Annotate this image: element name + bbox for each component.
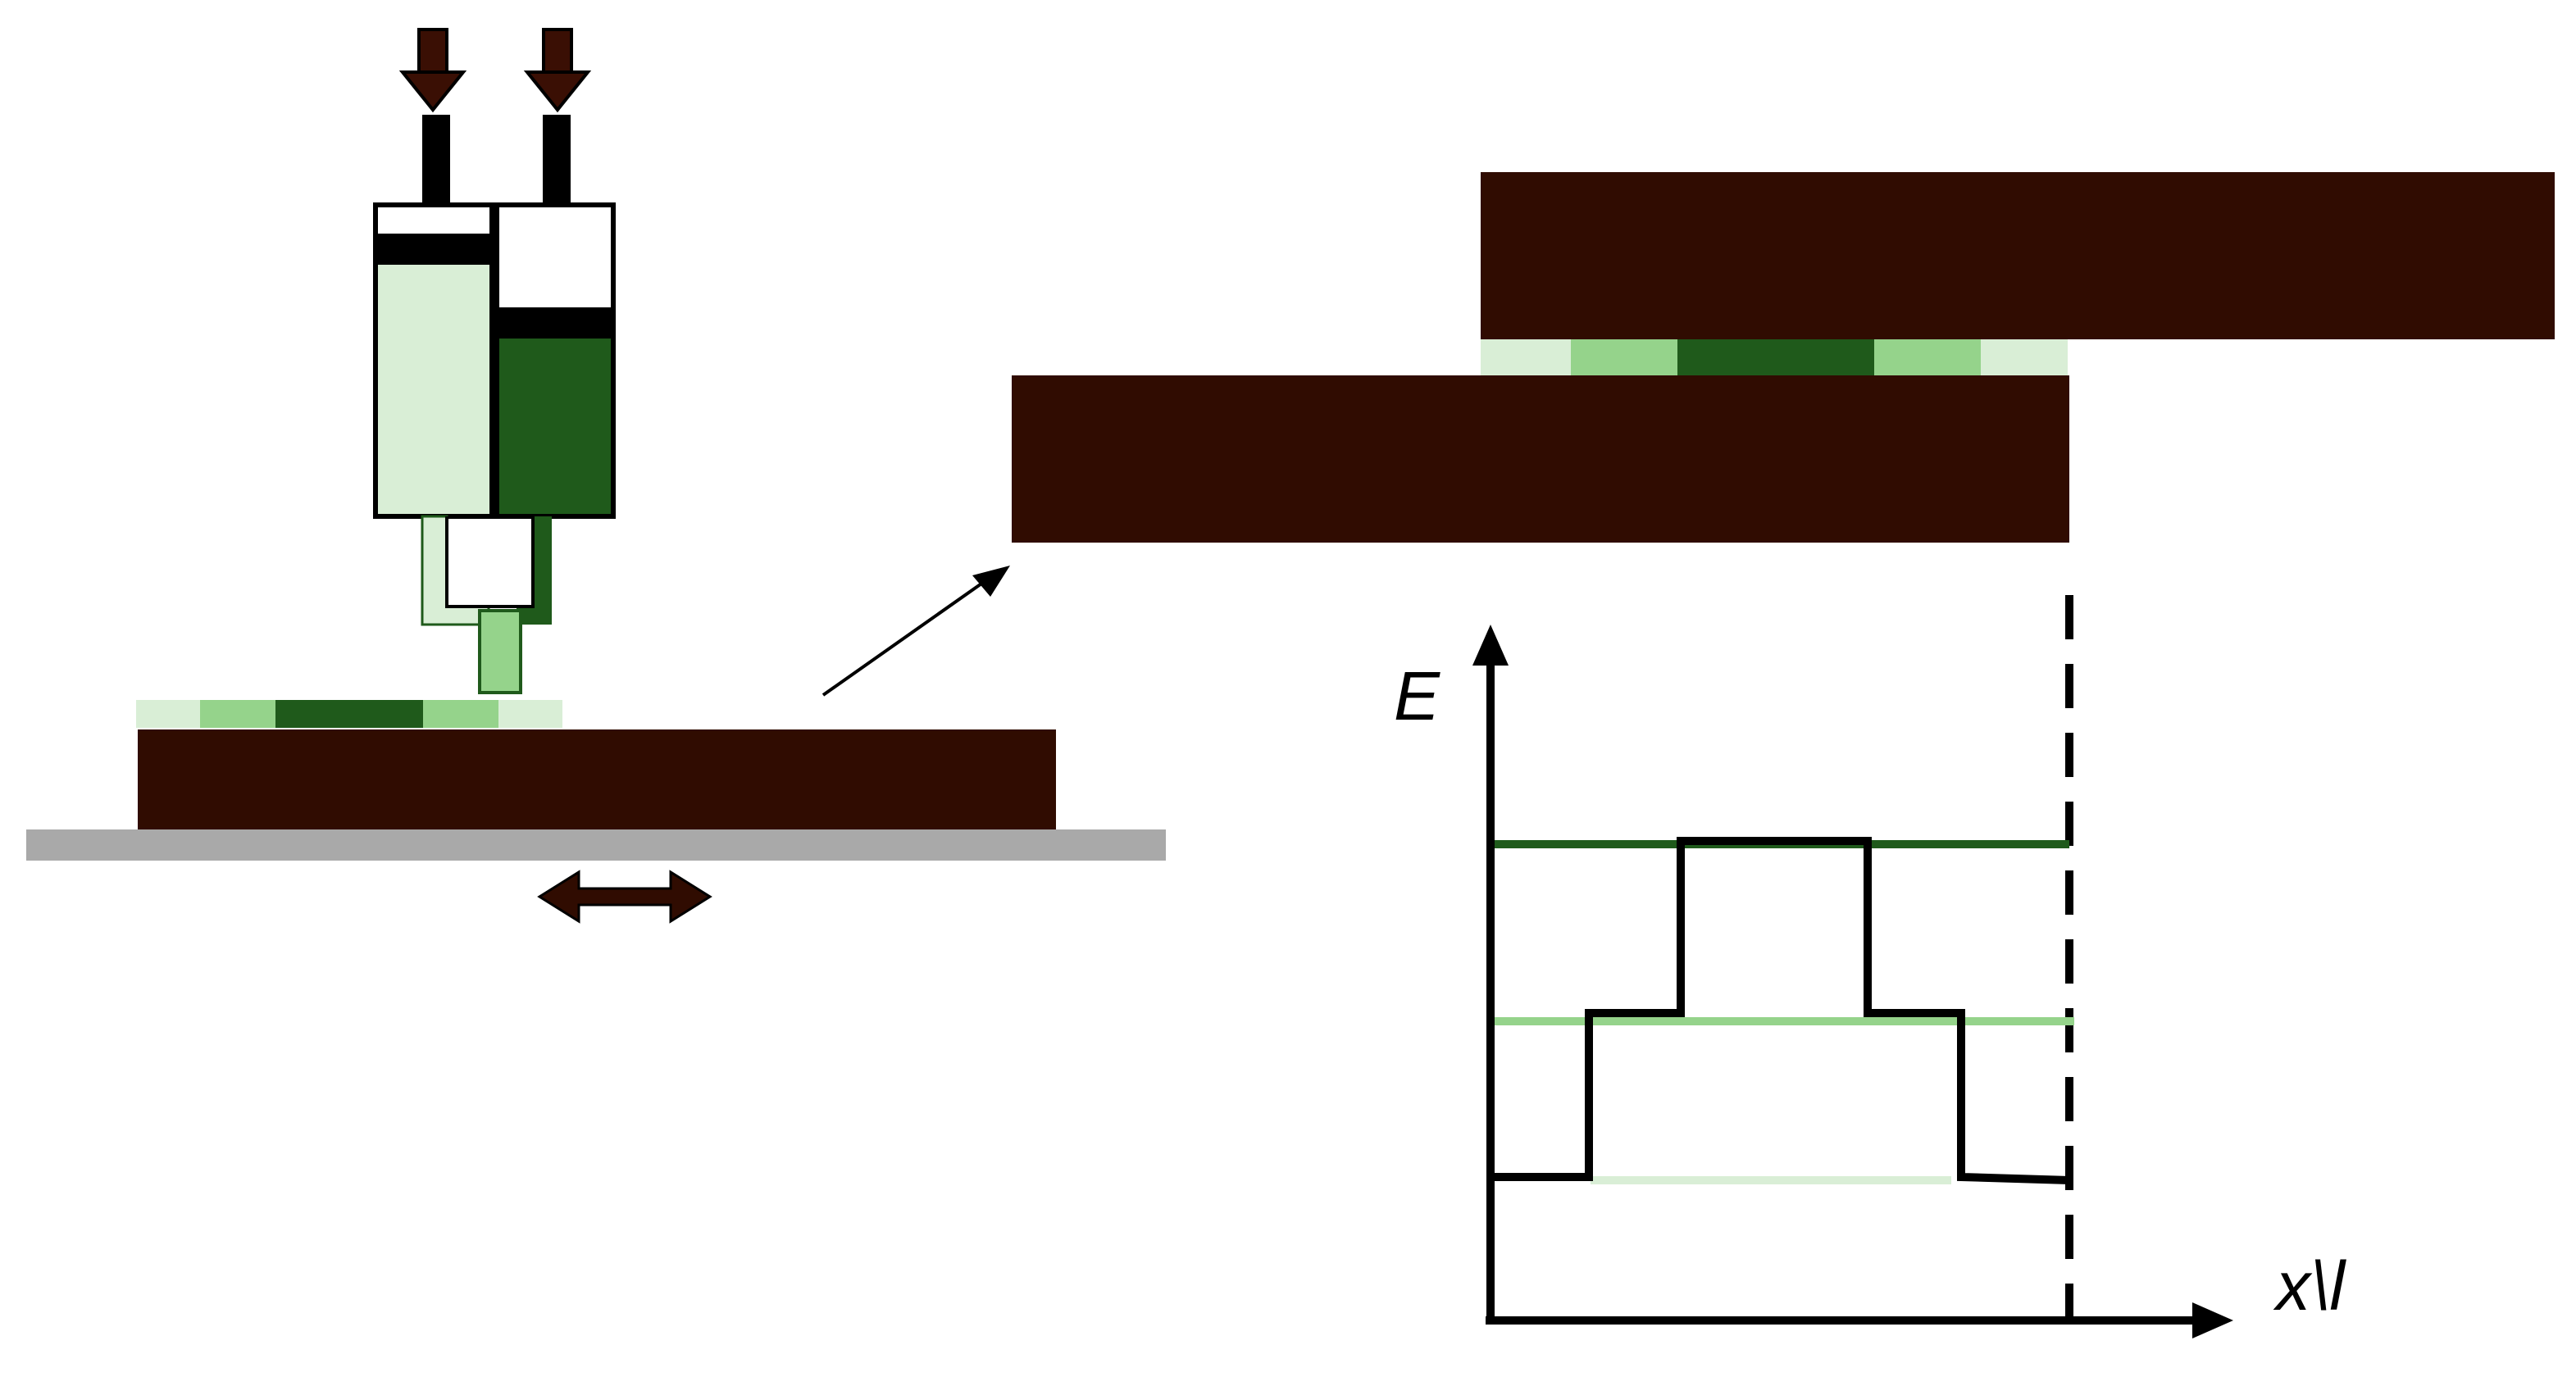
channel-light xyxy=(421,515,490,626)
print-head xyxy=(373,28,616,694)
y-axis-arrowhead xyxy=(1472,625,1509,666)
x-axis-arrowhead xyxy=(2192,1302,2233,1338)
printed-gradient-strip xyxy=(136,700,562,728)
upper-adherend xyxy=(1481,172,2555,339)
ink-light-green xyxy=(378,265,489,514)
adhesive-gradient-layer xyxy=(1481,339,2068,375)
plunger-head-right xyxy=(499,307,611,339)
double-arrow-icon xyxy=(537,870,712,924)
modulus-plot: E x\l xyxy=(1394,625,2346,1338)
nozzle xyxy=(478,609,522,694)
ink-dark-green xyxy=(499,339,611,514)
down-arrow-icon xyxy=(523,28,592,113)
plunger-head-left xyxy=(378,234,489,265)
down-arrow-icon xyxy=(398,28,467,113)
arrow-icon xyxy=(821,566,1010,697)
channel-inner xyxy=(445,516,535,608)
lower-adherend xyxy=(1012,375,2069,543)
bottom-substrate xyxy=(138,729,1056,831)
x-axis-label: x\l xyxy=(2273,1247,2346,1325)
modulus-profile xyxy=(1491,837,2070,1184)
y-axis-label: E xyxy=(1394,657,1440,734)
moving-stage xyxy=(26,829,1166,861)
